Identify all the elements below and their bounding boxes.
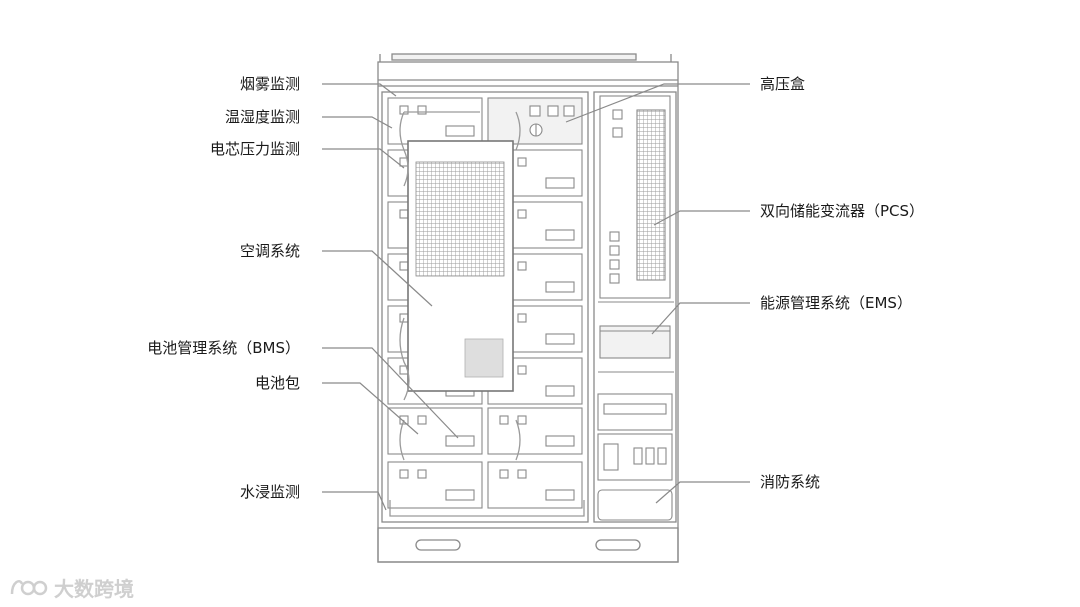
leader-water-immersion: [322, 491, 387, 511]
label-cell-pressure: 电芯压力监测: [209, 140, 300, 158]
battery-terminal: [417, 415, 427, 425]
leader-air-conditioning: [322, 250, 433, 307]
battery-terminal: [517, 313, 527, 323]
battery-terminal: [417, 469, 427, 479]
hv-box-unit: [487, 97, 583, 145]
battery-pack-module: [387, 461, 483, 509]
breaker-panel: [597, 393, 673, 481]
battery-terminal: [399, 105, 409, 115]
leader-ems: [651, 302, 750, 335]
battery-pack-label-plate: [545, 385, 575, 397]
fire-protection-unit: [597, 489, 673, 521]
leader-cell-pressure: [322, 148, 405, 169]
battery-terminal: [499, 469, 509, 479]
battery-pack-label-plate: [545, 333, 575, 345]
leader-pcs: [653, 210, 750, 226]
label-ems: 能源管理系统（EMS）: [760, 294, 912, 312]
leader-bms: [322, 347, 459, 439]
battery-pack-label-plate: [545, 281, 575, 293]
battery-terminal: [517, 469, 527, 479]
battery-pack-module: [387, 97, 483, 145]
battery-pack-rows: [387, 97, 583, 509]
label-bms: 电池管理系统（BMS）: [147, 339, 300, 357]
label-pcs: 双向储能变流器（PCS）: [760, 202, 925, 220]
battery-terminal: [517, 365, 527, 375]
watermark-text: 大数跨境: [54, 576, 134, 601]
air-conditioner-unit: [407, 140, 514, 392]
battery-pack-label-plate: [445, 125, 475, 137]
leader-battery-pack: [322, 382, 419, 435]
ems-unit: [598, 325, 674, 373]
battery-pack-label-plate: [445, 435, 475, 447]
battery-terminal: [499, 415, 509, 425]
pcs-unit: [598, 95, 674, 303]
label-temp-humidity: 温湿度监测: [224, 108, 300, 126]
leader-hv-box: [565, 83, 750, 123]
battery-pack-label-plate: [445, 489, 475, 501]
cabinet-base: [377, 527, 679, 563]
battery-pack-module: [387, 407, 483, 455]
battery-terminal: [399, 469, 409, 479]
leader-smoke: [322, 83, 397, 97]
battery-pack-label-plate: [545, 177, 575, 189]
battery-pack-label-plate: [545, 229, 575, 241]
battery-pack-module: [487, 407, 583, 455]
label-water-immersion: 水浸监测: [239, 483, 300, 501]
top-lifting-bar: [391, 53, 637, 61]
battery-pack-label-plate: [545, 489, 575, 501]
label-battery-pack: 电池包: [254, 374, 300, 392]
leader-temp-humidity: [322, 116, 393, 129]
cables: [389, 111, 585, 517]
leader-lines: [322, 83, 750, 511]
battery-terminal: [417, 105, 427, 115]
battery-pack-module: [487, 461, 583, 509]
label-smoke: 烟雾监测: [239, 75, 300, 93]
battery-terminal: [399, 261, 409, 271]
label-hv-box: 高压盒: [760, 75, 806, 93]
battery-terminal: [517, 157, 527, 167]
label-air-conditioning: 空调系统: [239, 242, 300, 260]
battery-pack-label-plate: [545, 435, 575, 447]
leader-fire-protection: [655, 481, 750, 504]
battery-terminal: [517, 261, 527, 271]
label-fire-protection: 消防系统: [760, 473, 821, 491]
battery-terminal: [517, 415, 527, 425]
watermark: 大数跨境: [8, 572, 134, 602]
watermark-logo-icon: [10, 580, 48, 596]
battery-terminal: [517, 209, 527, 219]
battery-compartment: [381, 91, 589, 523]
battery-terminal: [399, 209, 409, 219]
